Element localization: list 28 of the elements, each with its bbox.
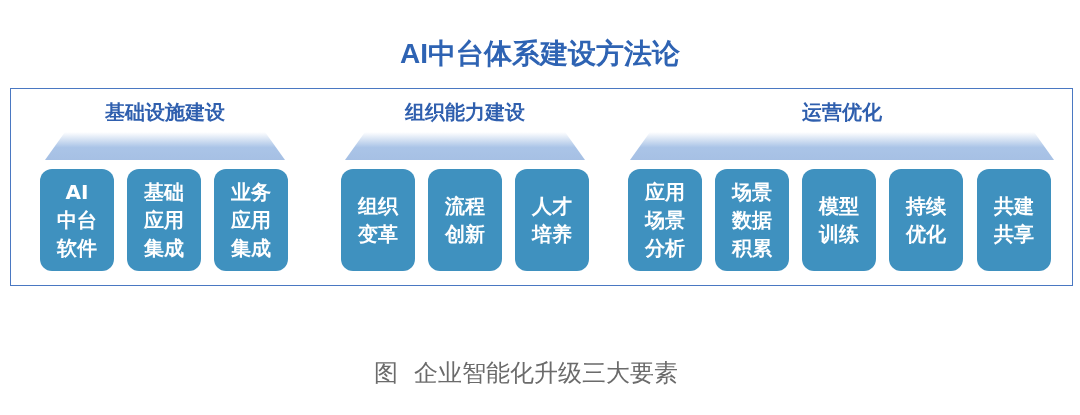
factor-label: AI中台软件 bbox=[56, 179, 98, 262]
factor-card bbox=[715, 169, 789, 271]
factor-card bbox=[977, 169, 1051, 271]
factor-card bbox=[127, 169, 201, 271]
factor-card bbox=[214, 169, 288, 271]
factor-label: 模型训练 bbox=[818, 193, 860, 248]
group-heading: 组织能力建设 bbox=[405, 100, 525, 124]
factor-card bbox=[889, 169, 963, 271]
factor-label: 应用场景分析 bbox=[644, 179, 686, 262]
factor-card bbox=[515, 169, 589, 271]
factor-label: 业务应用集成 bbox=[230, 179, 272, 262]
group-heading: 运营优化 bbox=[802, 100, 882, 124]
factor-label: 组织变革 bbox=[357, 193, 399, 248]
factor-card bbox=[40, 169, 114, 271]
outer-frame bbox=[10, 88, 1073, 286]
factor-card bbox=[628, 169, 702, 271]
factor-label: 流程创新 bbox=[444, 193, 486, 248]
figure-caption: 图 企业智能化升级三大要素 bbox=[373, 358, 679, 388]
factor-label: 持续优化 bbox=[905, 193, 947, 248]
diagram-title: AI中台体系建设方法论 bbox=[400, 37, 680, 71]
factor-label: 人才培养 bbox=[531, 193, 573, 248]
factor-card bbox=[428, 169, 502, 271]
factor-label: 共建共享 bbox=[993, 193, 1035, 248]
factor-card bbox=[341, 169, 415, 271]
factor-label: 场景数据积累 bbox=[731, 179, 773, 262]
group-heading: 基础设施建设 bbox=[105, 100, 225, 124]
factor-label: 基础应用集成 bbox=[143, 179, 185, 262]
factor-card bbox=[802, 169, 876, 271]
